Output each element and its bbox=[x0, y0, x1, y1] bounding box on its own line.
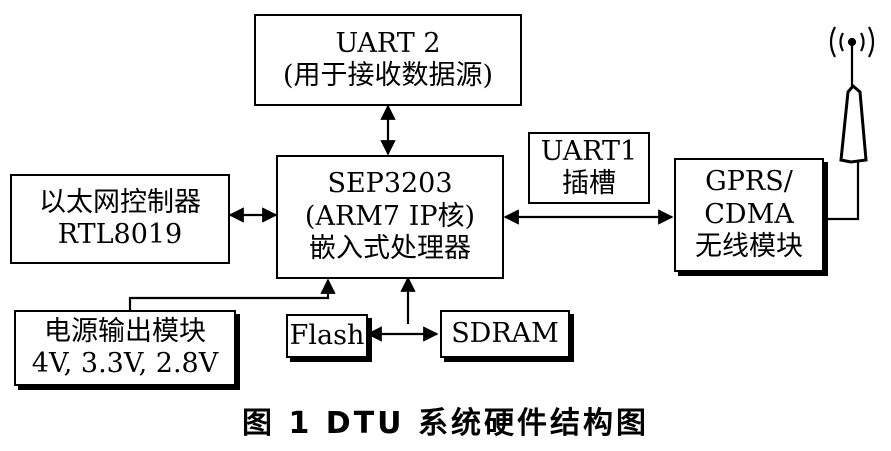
ethernet-controller-block: 以太网控制器 RTL8019 bbox=[10, 174, 230, 264]
uart2-block: UART 2 (用于接收数据源) bbox=[254, 14, 522, 106]
uart2-subtitle: (用于接收数据源) bbox=[282, 60, 494, 91]
processor-type: 嵌入式处理器 bbox=[309, 233, 471, 265]
sdram-label: SDRAM bbox=[451, 317, 559, 349]
flash-block: Flash bbox=[286, 314, 368, 358]
uart2-title: UART 2 bbox=[335, 27, 441, 59]
gprs-cdma-module-block: GPRS/ CDMA 无线模块 bbox=[674, 158, 824, 272]
sdram-block: SDRAM bbox=[440, 310, 570, 358]
figure-caption: 图 1 DTU 系统硬件结构图 bbox=[242, 406, 649, 441]
cdma-label: CDMA bbox=[704, 198, 794, 230]
wireless-module-label: 无线模块 bbox=[695, 231, 803, 263]
uart1-title: UART1 bbox=[540, 135, 638, 167]
uart1-slot-block: UART1 插槽 bbox=[528, 132, 650, 204]
power-voltages: 4V, 3.3V, 2.8V bbox=[31, 348, 219, 379]
power-output-block: 电源输出模块 4V, 3.3V, 2.8V bbox=[14, 310, 236, 386]
ethernet-title: 以太网控制器 bbox=[39, 186, 201, 218]
sep3203-processor-block: SEP3203 (ARM7 IP核) 嵌入式处理器 bbox=[276, 155, 504, 279]
antenna-feed-line bbox=[826, 158, 860, 221]
power-title: 电源输出模块 bbox=[44, 315, 206, 347]
processor-model: SEP3203 bbox=[327, 168, 453, 200]
uart1-slot-label: 插槽 bbox=[562, 168, 616, 199]
flash-label: Flash bbox=[289, 319, 365, 351]
ethernet-chip: RTL8019 bbox=[57, 219, 183, 250]
antenna-icon bbox=[829, 26, 875, 164]
processor-core: (ARM7 IP核) bbox=[304, 200, 476, 232]
gprs-label: GPRS/ bbox=[705, 166, 793, 198]
power-cpu-link bbox=[128, 278, 336, 310]
